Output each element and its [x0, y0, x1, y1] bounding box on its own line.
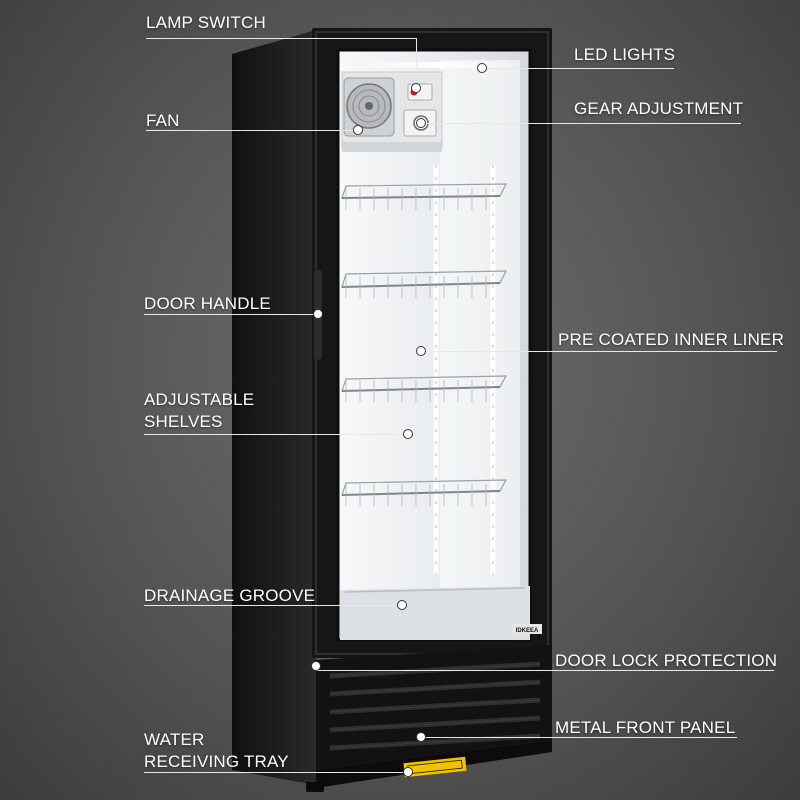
label-adjustable-shelves: ADJUSTABLE SHELVES	[144, 390, 255, 431]
leader-line-led-lights	[482, 68, 674, 69]
marker-dot-gear-adjustment	[416, 118, 426, 128]
label-door-lock-protection: DOOR LOCK PROTECTION	[555, 651, 778, 670]
marker-dot-led-lights	[477, 63, 487, 73]
label-pre-coated-inner-liner: PRE COATED INNER LINER	[558, 330, 785, 349]
leader-line-adjustable-shelves	[144, 434, 408, 435]
leader-line-lamp-switch	[146, 38, 416, 39]
label-metal-front-panel: METAL FRONT PANEL	[555, 718, 736, 737]
leader-line-drainage-groove	[144, 605, 402, 606]
marker-dot-door-handle	[313, 309, 323, 319]
label-led-lights: LED LIGHTS	[574, 45, 676, 64]
shelf	[341, 375, 508, 402]
marker-dot-adjustable-shelves	[403, 429, 413, 439]
shelf-rails	[433, 165, 496, 575]
leader-line-inner-liner	[421, 351, 777, 352]
leader-line-fan	[146, 130, 358, 131]
fan-icon	[343, 77, 395, 137]
shelf	[341, 270, 507, 298]
brand-badge-text: IDKEEA	[516, 628, 539, 634]
leader-line-metal-front-panel	[421, 737, 737, 738]
shelf	[341, 479, 508, 506]
marker-dot-fan	[353, 125, 363, 135]
marker-dot-water-receiving-tray	[403, 767, 413, 777]
label-lamp-switch: LAMP SWITCH	[146, 13, 266, 32]
label-water-receiving-tray: WATER RECEIVING TRAY	[144, 730, 289, 771]
cabinet-side-panel	[232, 30, 316, 785]
drainage-groove-floor	[340, 586, 530, 640]
leader-line-water-receiving-tray	[144, 772, 408, 773]
label-fan: FAN	[146, 111, 180, 130]
leader-line-lamp-switch-drop	[416, 38, 417, 88]
water-receiving-tray	[316, 740, 552, 788]
marker-dot-inner-liner	[416, 346, 426, 356]
marker-dot-metal-front-panel	[416, 732, 426, 742]
label-drainage-groove: DRAINAGE GROOVE	[144, 586, 316, 605]
marker-dot-lamp-switch	[411, 83, 421, 93]
leader-line-door-handle	[144, 314, 318, 315]
cabinet-feet	[306, 782, 324, 792]
marker-dot-door-lock-protection	[311, 661, 321, 671]
label-gear-adjustment: GEAR ADJUSTMENT	[574, 99, 744, 118]
led-light-strip	[345, 62, 520, 68]
leader-line-gear-adjustment	[421, 123, 741, 124]
shelf	[341, 183, 507, 210]
leader-line-door-lock-protection	[316, 670, 774, 671]
label-door-handle: DOOR HANDLE	[144, 294, 271, 313]
brand-badge: IDKEEA	[512, 624, 542, 634]
marker-dot-drainage-groove	[397, 600, 407, 610]
